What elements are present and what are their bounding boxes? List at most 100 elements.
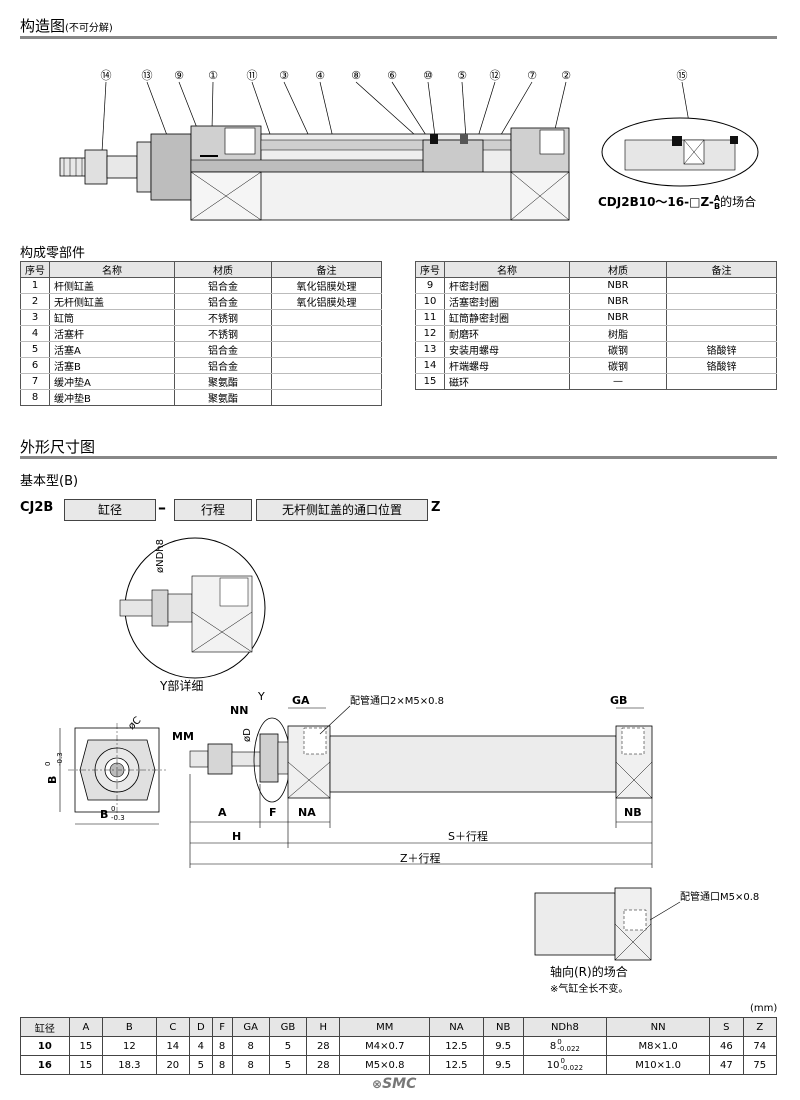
ndh8-tol-bot: -0.022 [560, 1064, 584, 1072]
parts-cell: 聚氨酯 [174, 373, 272, 390]
dims-cell: 5 [268, 1036, 308, 1056]
callout-2: ② [561, 69, 571, 82]
label-b-tol-top-v: 0 [44, 762, 52, 766]
parts-cell: 耐磨环 [444, 325, 570, 342]
parts-cell: 14 [415, 357, 445, 374]
label-h: H [232, 830, 241, 843]
model-box-bore: 缸径 [64, 499, 156, 521]
dims-header-cell: H [306, 1017, 341, 1037]
callout-8: ⑧ [351, 69, 361, 82]
dims-cell: 12 [102, 1036, 157, 1056]
model-box-stroke: 行程 [174, 499, 252, 521]
label-note: ※气缸全长不变。 [550, 982, 628, 995]
parts-cell: 聚氨酯 [174, 389, 272, 406]
parts-cell [666, 373, 777, 390]
parts-cell: 不锈钢 [174, 325, 272, 342]
parts-cell [666, 325, 777, 342]
parts-cell: 活塞A [49, 341, 175, 358]
parts-cell [271, 357, 382, 374]
label-b-tol-bot-h: -0.3 [111, 814, 125, 822]
label-na: NA [298, 806, 316, 819]
parts-cell: 氧化铝膜处理 [271, 293, 382, 310]
callout-14: ⑭ [101, 69, 112, 82]
parts-cell: 铬酸锌 [666, 357, 777, 374]
dims-cell: 16 [20, 1055, 70, 1075]
dims-cell: 8 [231, 1055, 270, 1075]
parts-cell: 活塞杆 [49, 325, 175, 342]
callout-15: ⑮ [677, 69, 688, 82]
label-z: Z＋行程 [400, 852, 441, 865]
parts-cell: 1 [20, 277, 50, 294]
model-dash: – [158, 498, 166, 517]
callout-3: ③ [279, 69, 289, 82]
section-rule [20, 456, 777, 459]
smc-logo-icon: ⊗ [372, 1077, 383, 1091]
structure-drawing: ⑭ ⑬ ⑨ ① ⑪ ③ ④ ⑧ ⑥ ⑩ ⑤ ⑫ ⑦ ② ⑮ [59, 69, 759, 221]
dims-cell: 8 [231, 1036, 270, 1056]
ndh8-value: 10 [546, 1060, 560, 1071]
parts-cell [271, 325, 382, 342]
parts-cell: 2 [20, 293, 50, 310]
parts-cell: 铬酸锌 [666, 341, 777, 358]
parts-cell: 铝合金 [174, 357, 272, 374]
dims-header-cell: S [709, 1017, 744, 1037]
label-s: S＋行程 [448, 830, 488, 843]
label-y-detail: Y部详细 [159, 678, 203, 693]
model-suffix: Z [431, 500, 441, 515]
callout-9: ⑨ [174, 69, 184, 82]
parts-cell: 10 [415, 293, 445, 310]
dims-cell: 12.5 [429, 1036, 484, 1056]
parts-cell: 8 [20, 389, 50, 406]
parts-cell: 活塞B [49, 357, 175, 374]
parts-cell: 15 [415, 373, 445, 390]
parts-cell: 铝合金 [174, 341, 272, 358]
parts-cell [271, 341, 382, 358]
dims-cell: 74 [742, 1036, 778, 1056]
dims-cell: 18.3 [102, 1055, 157, 1075]
parts-cell: NBR [569, 309, 667, 326]
dims-header-cell: GA [231, 1017, 270, 1037]
label-port: 配管通口2×M5×0.8 [350, 694, 444, 707]
dims-header-cell: C [155, 1017, 190, 1037]
dims-cell: M10×1.0 [606, 1055, 711, 1075]
dims-cell: 28 [306, 1055, 341, 1075]
parts-cell: 杆侧缸盖 [49, 277, 175, 294]
label-b-tol-top-h: 0 [111, 805, 115, 813]
parts-cell [271, 309, 382, 326]
callout-6: ⑥ [387, 69, 397, 82]
callout-11: ⑪ [247, 69, 258, 82]
dims-header-cell: NB [482, 1017, 524, 1037]
section-rule [20, 36, 777, 39]
callout-10: ⑩ [423, 69, 433, 82]
dims-cell: 4 [188, 1036, 213, 1056]
label-phi-d: øD [242, 728, 253, 742]
dims-header-cell: GB [268, 1017, 308, 1037]
parts-cell: 9 [415, 277, 445, 294]
dims-header-cell: NA [429, 1017, 484, 1037]
label-port2: 配管通口M5×0.8 [680, 890, 759, 903]
dims-header-cell: NN [606, 1017, 711, 1037]
label-f: F [269, 806, 277, 819]
parts-cell: 杆密封圈 [444, 277, 570, 294]
dims-cell: 46 [709, 1036, 744, 1056]
ndh8-tol-top: 0 [557, 1038, 562, 1046]
label-b-tol-bot-v: -0.3 [56, 752, 64, 766]
dims-cell: M4×0.7 [339, 1036, 431, 1056]
label-y: Y [257, 690, 265, 703]
ndh8-tolerance: 0-0.022 [560, 1058, 583, 1072]
parts-cell: 11 [415, 309, 445, 326]
dims-cell: 80-0.022 [522, 1036, 608, 1056]
parts-cell: 13 [415, 341, 445, 358]
parts-cell [666, 293, 777, 310]
